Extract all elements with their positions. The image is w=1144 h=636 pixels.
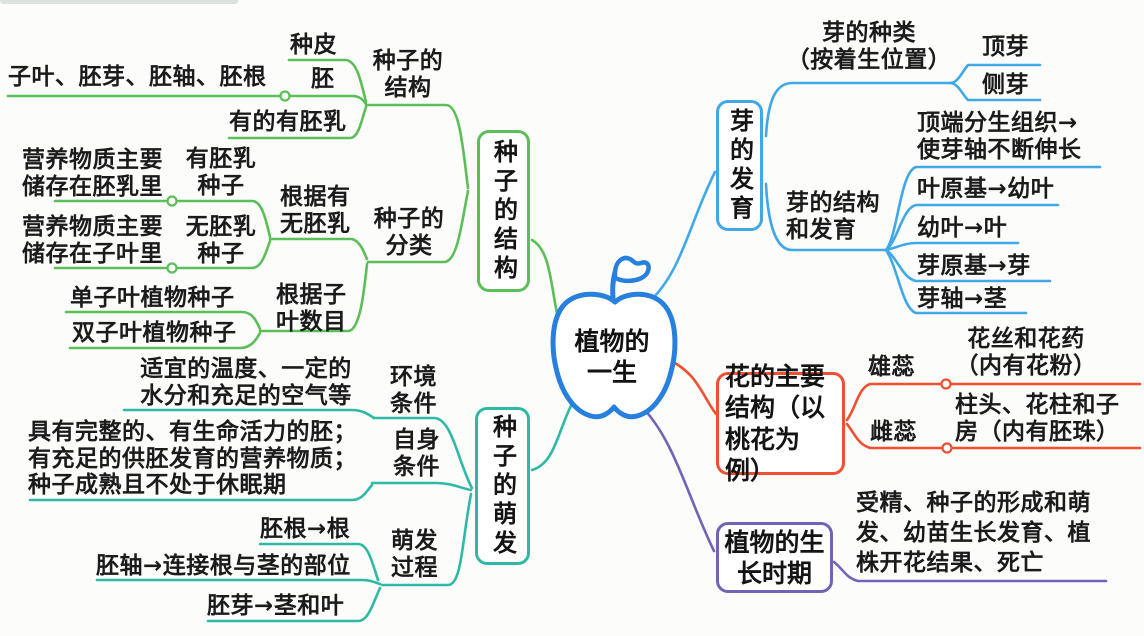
central-topic: 植物的 一生 [574, 327, 650, 387]
ring-with-endosperm [166, 195, 178, 207]
label-dicot: 双子叶植物种子 [72, 320, 237, 346]
label-embryo: 胚 [311, 66, 335, 92]
label-bud-types: 芽的种类 （按着生位置） [786, 20, 952, 74]
label-by-cotyledon: 根据子 叶数目 [276, 282, 347, 336]
label-endosperm-note: 有的有胚乳 [229, 109, 347, 135]
label-without-endosperm: 无胚乳 种子 [185, 214, 257, 268]
label-growth-desc: 受精、种子的形成和萌 发、幼苗生长发育、植 株开花结果、死亡 [856, 490, 1091, 576]
label-stamen: 雄蕊 [868, 354, 915, 380]
label-apical-bud: 顶芽 [982, 34, 1029, 60]
label-with-endosperm: 有胚乳 种子 [185, 146, 257, 200]
label-monocot: 单子叶植物种子 [70, 285, 235, 311]
germination-lines [28, 398, 576, 623]
ring-stamen [940, 378, 952, 390]
label-embryo-parts: 子叶、胚芽、胚轴、胚根 [8, 64, 267, 90]
label-radicle: 胚根→根 [260, 516, 351, 542]
growth-lines [638, 403, 1108, 583]
ring-embryo [279, 90, 291, 102]
label-stamen-desc: 花丝和花药 （内有花粉） [955, 326, 1097, 380]
junction-rings [166, 90, 953, 454]
label-young-leaf: 幼叶→叶 [917, 215, 1008, 241]
label-apical-meristem: 顶端分生组织→ 使芽轴不断伸长 [917, 110, 1082, 164]
apple-body [550, 291, 678, 420]
ring-pistil [941, 442, 953, 454]
box-flower-structure: 花的主要 结构（以 桃花为例） [716, 362, 845, 485]
apple-leaf-icon [612, 255, 651, 284]
label-with-endosperm-desc: 营养物质主要 储存在胚乳里 [22, 147, 163, 201]
label-bud-structure: 芽的结构 和发育 [786, 190, 880, 244]
label-germ-process: 萌发 过程 [391, 528, 438, 582]
ring-without-endosperm [166, 262, 178, 274]
label-hypocotyl: 胚轴→连接根与茎的部位 [96, 553, 351, 579]
label-pistil-desc: 柱头、花柱和子 房（内有胚珠） [955, 392, 1120, 446]
box-growth-periods: 植物的生 长时期 [716, 522, 833, 593]
label-seed-coat: 种皮 [290, 32, 337, 58]
label-leaf-primordium: 叶原基→幼叶 [917, 176, 1055, 202]
seed-structure-lines [6, 58, 565, 350]
box-bud-development: 芽的发育 [716, 100, 763, 231]
label-without-endosperm-desc: 营养物质主要 储存在子叶里 [22, 214, 163, 268]
label-pistil: 雌蕊 [870, 419, 917, 445]
box-seed-germination: 种子的萌发 [475, 407, 530, 565]
label-env-desc: 适宜的温度、一定的 水分和充足的空气等 [140, 356, 352, 410]
scan-artifact-line [0, 0, 238, 4]
label-env-condition: 环境 条件 [390, 364, 437, 418]
label-classification: 种子的 分类 [373, 206, 445, 260]
label-bud-primordium: 芽原基→芽 [917, 253, 1031, 279]
apple-node [550, 255, 678, 420]
label-self-condition: 自身 条件 [393, 427, 440, 481]
label-bud-axis: 芽轴→茎 [917, 286, 1008, 312]
box-seed-structure: 种子的结构 [477, 130, 530, 292]
label-self-desc: 具有完整的、有生命活力的胚； 有充足的供胚发育的营养物质； 种子成熟且不处于休眠… [28, 419, 357, 499]
label-structure-sub: 种子的 结构 [372, 48, 444, 102]
bud-lines [646, 63, 1102, 315]
label-plumule: 胚芽→茎和叶 [207, 593, 345, 619]
label-by-endosperm: 根据有 无胚乳 [280, 184, 351, 238]
label-lateral-bud: 侧芽 [982, 72, 1029, 98]
